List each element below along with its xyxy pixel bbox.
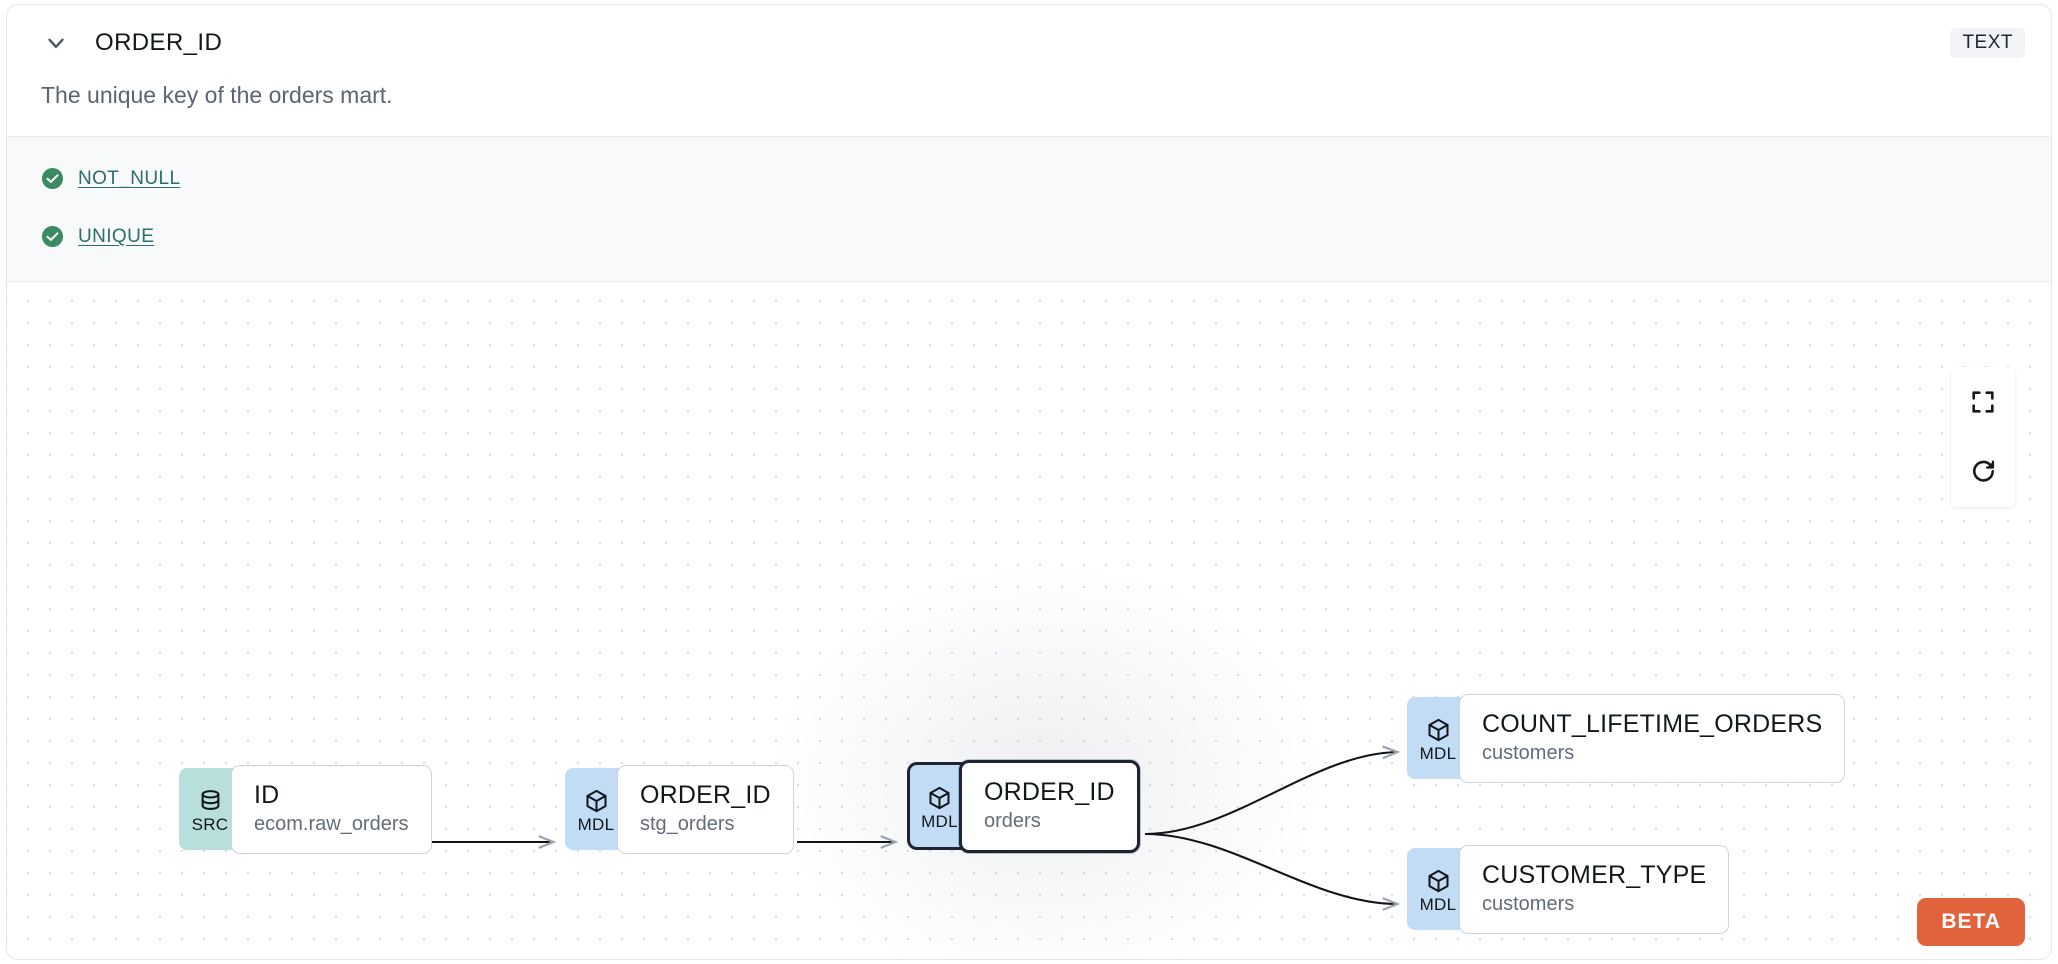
edge-orders-count bbox=[1144, 752, 1397, 835]
check-circle-icon bbox=[41, 168, 64, 190]
node-column-name: CUSTOMER_TYPE bbox=[1482, 860, 1707, 889]
column-detail-panel: ORDER_ID TEXT The unique key of the orde… bbox=[6, 4, 2052, 960]
lineage-canvas[interactable]: SRC ID ecom.raw_orders MDL ORDER_ID stg_… bbox=[7, 281, 2051, 960]
node-badge-label: MDL bbox=[921, 811, 958, 831]
page-title: ORDER_ID bbox=[95, 29, 223, 56]
node-badge-mdl: MDL bbox=[1407, 848, 1469, 931]
cube-icon bbox=[1427, 869, 1449, 893]
node-column-name: ORDER_ID bbox=[984, 777, 1115, 806]
node-column-name: ORDER_ID bbox=[640, 780, 771, 809]
chevron-down-icon[interactable] bbox=[41, 28, 71, 58]
node-badge-label: MDL bbox=[1419, 743, 1457, 763]
node-parent-name: ecom.raw_orders bbox=[254, 813, 409, 835]
node-badge-label: MDL bbox=[1419, 894, 1457, 914]
node-parent-name: stg_orders bbox=[640, 813, 735, 835]
lineage-node-orders[interactable]: MDL ORDER_ID orders bbox=[907, 759, 1140, 853]
column-description: The unique key of the orders mart. bbox=[41, 82, 393, 108]
lineage-node-customer-type[interactable]: MDL CUSTOMER_TYPE customers bbox=[1407, 844, 1730, 934]
check-circle-icon bbox=[41, 226, 64, 248]
test-link-unique[interactable]: UNIQUE bbox=[78, 225, 155, 247]
tests-section: NOT_NULL UNIQUE bbox=[7, 135, 2051, 282]
cube-icon bbox=[585, 789, 607, 813]
node-parent-name: customers bbox=[1482, 893, 1575, 915]
column-type-badge: TEXT bbox=[1950, 28, 2025, 58]
node-column-name: ID bbox=[254, 780, 280, 809]
node-badge-label: SRC bbox=[191, 814, 229, 834]
panel-header: ORDER_ID TEXT bbox=[7, 5, 2051, 81]
edge-orders-custtype bbox=[1144, 832, 1397, 904]
node-body: CUSTOMER_TYPE customers bbox=[1459, 844, 1730, 934]
node-parent-name: orders bbox=[984, 810, 1041, 832]
node-badge-mdl: MDL bbox=[907, 762, 969, 851]
test-link-not-null[interactable]: NOT_NULL bbox=[78, 167, 181, 189]
fit-view-button[interactable] bbox=[1951, 366, 2015, 437]
test-row: UNIQUE bbox=[41, 217, 2017, 257]
node-badge-mdl: MDL bbox=[1407, 697, 1469, 780]
node-badge-label: MDL bbox=[577, 814, 615, 834]
cube-icon bbox=[1427, 718, 1449, 742]
node-body: ORDER_ID stg_orders bbox=[617, 764, 794, 854]
refresh-icon bbox=[1972, 460, 1994, 482]
lineage-node-stg-orders[interactable]: MDL ORDER_ID stg_orders bbox=[565, 764, 794, 854]
lineage-node-id[interactable]: SRC ID ecom.raw_orders bbox=[179, 764, 432, 854]
node-body: ID ecom.raw_orders bbox=[231, 764, 432, 854]
node-body: ORDER_ID orders bbox=[959, 759, 1140, 853]
node-badge-mdl: MDL bbox=[565, 768, 627, 851]
lineage-node-count-lifetime-orders[interactable]: MDL COUNT_LIFETIME_ORDERS customers bbox=[1407, 693, 1846, 783]
node-body: COUNT_LIFETIME_ORDERS customers bbox=[1459, 693, 1846, 783]
database-icon bbox=[201, 790, 219, 810]
reset-view-button[interactable] bbox=[1951, 436, 2015, 507]
cube-icon bbox=[929, 786, 950, 810]
canvas-controls bbox=[1951, 366, 2015, 507]
beta-badge[interactable]: BETA bbox=[1917, 897, 2025, 946]
fullscreen-icon bbox=[1972, 391, 1994, 413]
node-parent-name: customers bbox=[1482, 742, 1575, 764]
test-row: NOT_NULL bbox=[41, 159, 2017, 199]
node-badge-src: SRC bbox=[179, 768, 241, 851]
lineage-edges bbox=[353, 282, 2051, 960]
node-column-name: COUNT_LIFETIME_ORDERS bbox=[1482, 709, 1823, 738]
